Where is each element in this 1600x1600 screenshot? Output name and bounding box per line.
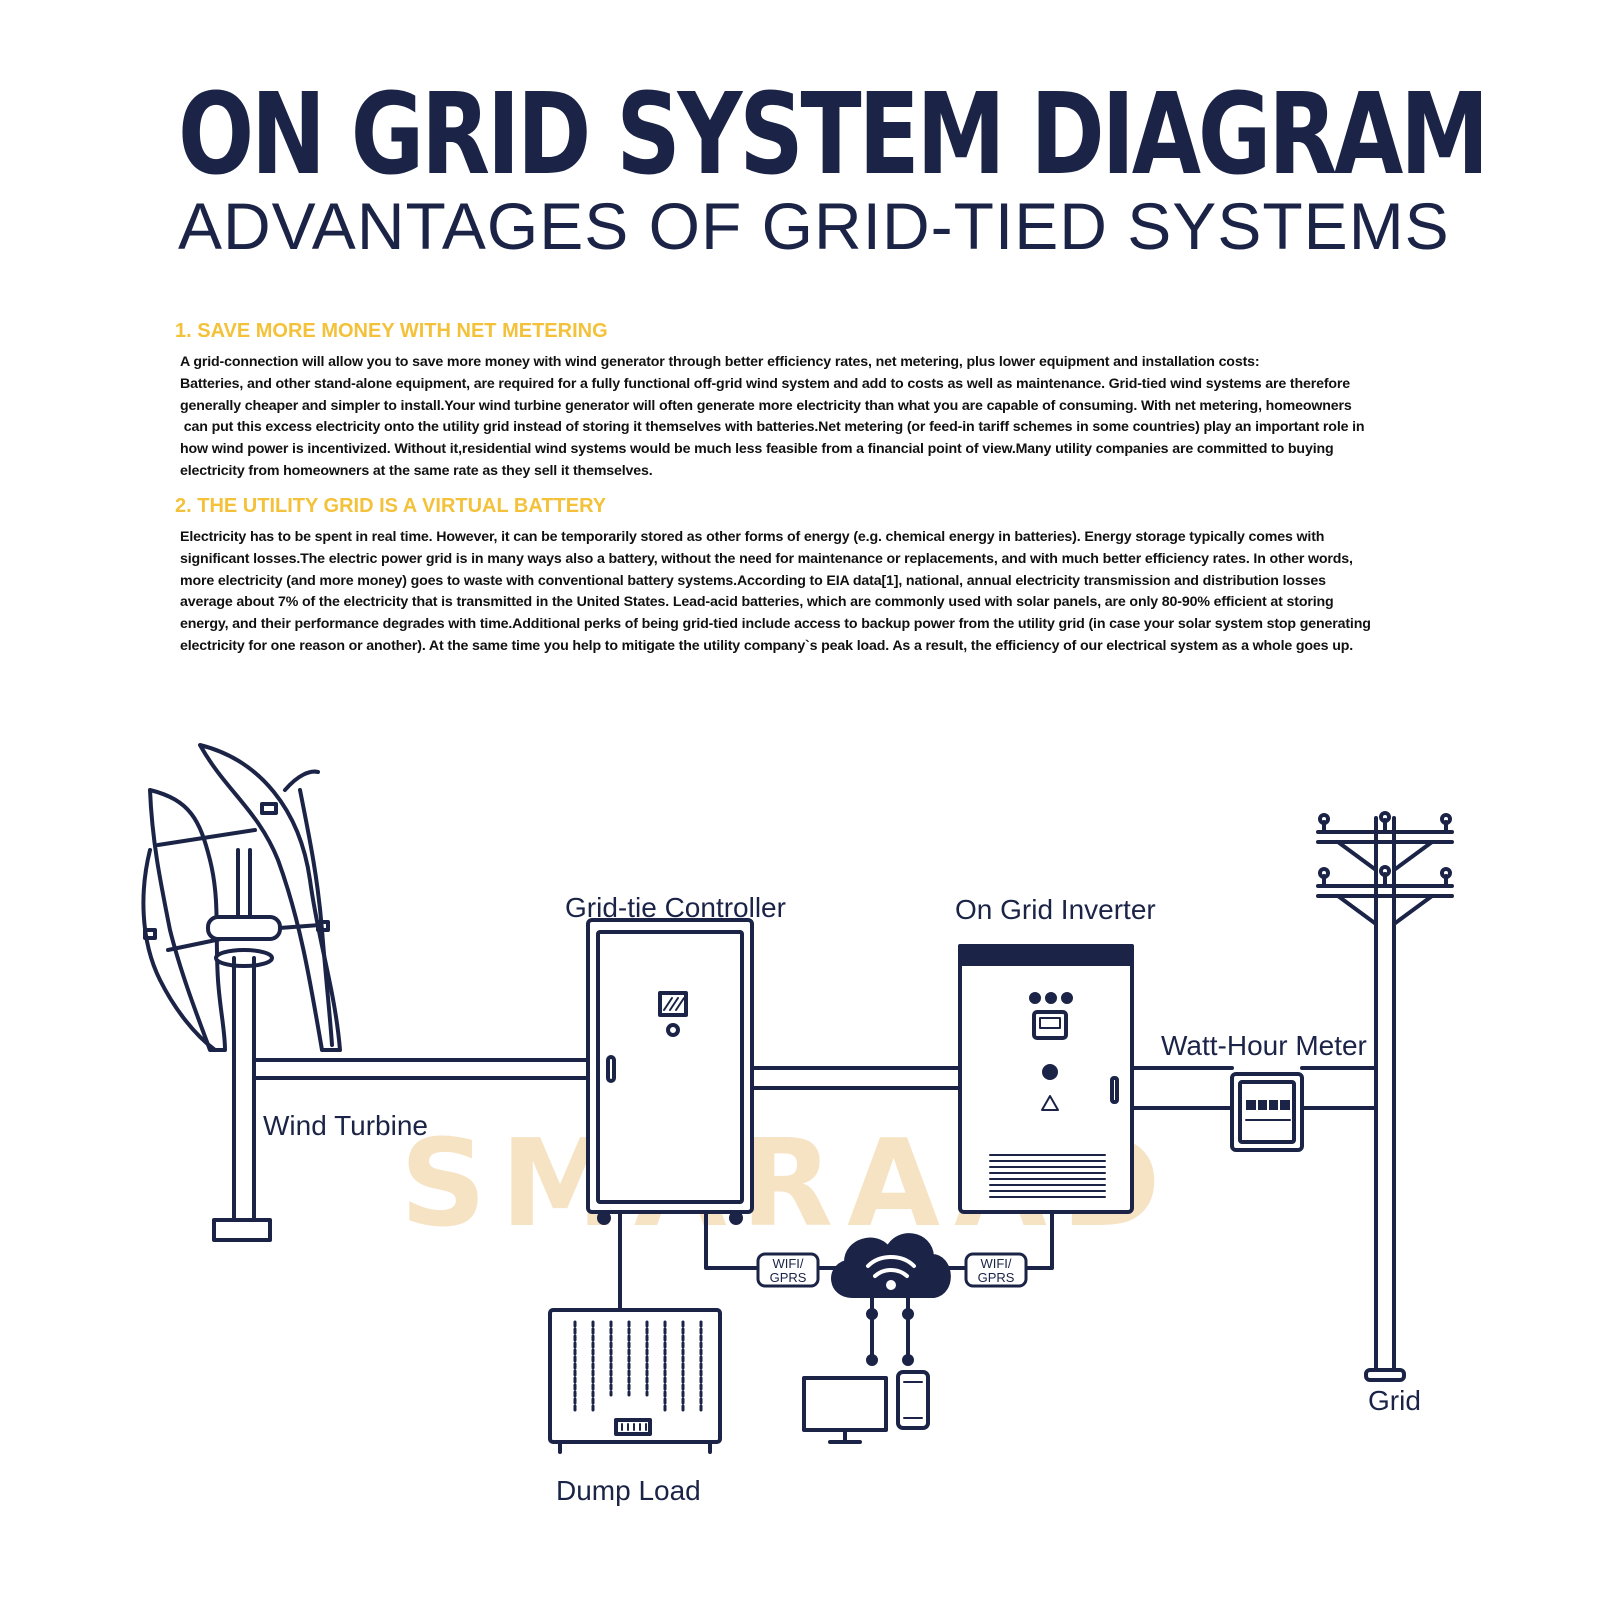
wifi-badge-line1: WIFI/ xyxy=(772,1256,803,1271)
wire-controller-wifi xyxy=(704,1210,758,1270)
section-2-heading: 2. THE UTILITY GRID IS A VIRTUAL BATTERY xyxy=(175,495,607,517)
section-1-line: generally cheaper and simpler to install… xyxy=(180,397,1352,414)
label-wind-turbine: Wind Turbine xyxy=(263,1110,428,1141)
section-1-line: electricity from homeowners at the same … xyxy=(180,462,653,479)
on-grid-inverter-icon xyxy=(958,944,1134,1214)
wifi-badge-line1: WIFI/ xyxy=(980,1256,1011,1271)
label-grid: Grid xyxy=(1368,1385,1421,1416)
wind-turbine-icon xyxy=(141,743,342,1242)
section-1-heading: 1. SAVE MORE MONEY WITH NET METERING xyxy=(175,320,608,342)
wifi-badge-line2: GPRS xyxy=(770,1270,807,1285)
wifi-gprs-badge-right: WIFI/ GPRS xyxy=(964,1252,1028,1288)
grid-pole-icon xyxy=(1316,811,1454,1382)
section-2-line: more electricity (and more money) goes t… xyxy=(180,572,1326,589)
section-2-line: Electricity has to be spent in real time… xyxy=(180,529,1325,545)
dump-load-icon xyxy=(548,1308,722,1454)
label-on-grid-inverter: On Grid Inverter xyxy=(955,894,1156,925)
section-2-body: Electricity has to be spent in real time… xyxy=(180,527,1510,658)
section-2-line: significant losses.The electric power gr… xyxy=(180,550,1353,567)
wifi-badge-line2: GPRS xyxy=(978,1270,1015,1285)
section-2-line: energy, and their performance degrades w… xyxy=(180,616,1371,633)
computer-monitor-icon xyxy=(802,1376,888,1444)
label-dump-load: Dump Load xyxy=(556,1475,701,1506)
wire-inverter-wifi xyxy=(1016,1210,1054,1270)
section-1-line: A grid-connection will allow you to save… xyxy=(180,354,1260,370)
section-1-line: Batteries, and other stand-alone equipme… xyxy=(180,375,1351,392)
section-2-line: average about 7% of the electricity that… xyxy=(180,594,1334,611)
watt-hour-meter-icon xyxy=(1230,1072,1304,1152)
section-1-line: how wind power is incentivized. Without … xyxy=(180,441,1334,458)
section-1-line: can put this excess electricity onto the… xyxy=(180,419,1365,436)
smartphone-icon xyxy=(896,1370,930,1430)
wifi-gprs-badge-left: WIFI/ GPRS xyxy=(756,1252,820,1288)
label-watt-hour-meter: Watt-Hour Meter xyxy=(1161,1030,1367,1061)
label-grid-tie-controller: Grid-tie Controller xyxy=(565,892,786,923)
section-1-body: A grid-connection will allow you to save… xyxy=(180,352,1510,483)
grid-tie-controller-icon xyxy=(586,918,754,1225)
section-2-line: electricity for one reason or another). … xyxy=(180,637,1354,654)
page-subtitle: ADVANTAGES OF GRID-TIED SYSTEMS xyxy=(178,189,1450,263)
